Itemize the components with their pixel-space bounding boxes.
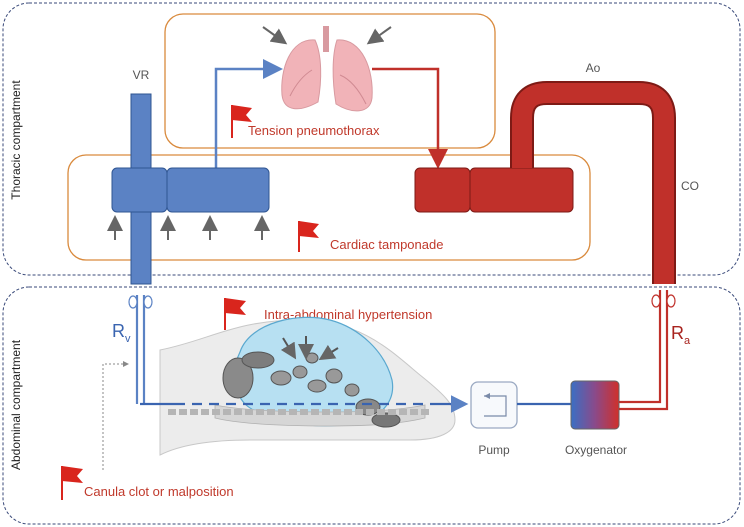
rv-label: Rv	[112, 321, 131, 345]
canula-pointer-line	[102, 361, 129, 470]
thoracic-compartment-box	[2, 2, 741, 276]
abdomen-anatomy-illustration	[159, 316, 456, 456]
abdominal-pressure-arrow-3	[318, 344, 339, 361]
left-ventricle	[469, 167, 574, 213]
arterial-clamp-icon	[651, 294, 676, 308]
pump-box	[470, 381, 518, 429]
oxygenator-box	[570, 380, 620, 430]
heart-box	[67, 154, 591, 261]
left-atrium	[414, 167, 471, 213]
arterial-return-line-a	[619, 290, 662, 404]
vr-label: VR	[133, 68, 150, 82]
oxygenator-label: Oxygenator	[565, 443, 627, 457]
abdominal-compartment-box	[2, 286, 741, 525]
co-label: CO	[681, 179, 699, 193]
lung-pressure-arrow-left	[262, 26, 288, 45]
abdominal-compartment-label: Abdominal compartment	[9, 339, 23, 470]
right-ventricle	[166, 167, 270, 213]
cardiac-tamponade-label: Cardiac tamponade	[330, 237, 443, 252]
flag-icon-abdominal-hypertension	[224, 298, 246, 330]
pulmonary-artery-flow	[214, 59, 283, 168]
lungs-icon	[281, 26, 373, 112]
lung-pressure-arrow-right	[366, 26, 392, 45]
abdominal-pressure-arrow-1	[280, 337, 297, 360]
flag-icon-tamponade	[298, 221, 319, 252]
venous-clamp-icon	[128, 295, 153, 309]
tamponade-arrows	[107, 215, 270, 240]
ao-label: Ao	[586, 61, 601, 75]
arterial-return-line-b	[619, 290, 669, 411]
ra-label: Ra	[671, 323, 691, 347]
flag-icon-canula-clot	[61, 466, 83, 500]
pump-label: Pump	[478, 443, 510, 457]
lung-box	[164, 13, 496, 149]
flag-icon-pneumothorax	[231, 105, 252, 138]
thoracic-compartment-label: Thoracic compartment	[9, 80, 23, 200]
pump-icon	[484, 393, 507, 417]
right-atrium	[111, 167, 168, 213]
canula-clot-label: Canula clot or malposition	[84, 484, 234, 499]
tension-pneumothorax-label: Tension pneumothorax	[248, 123, 380, 138]
pulmonary-vein-flow	[372, 67, 448, 169]
